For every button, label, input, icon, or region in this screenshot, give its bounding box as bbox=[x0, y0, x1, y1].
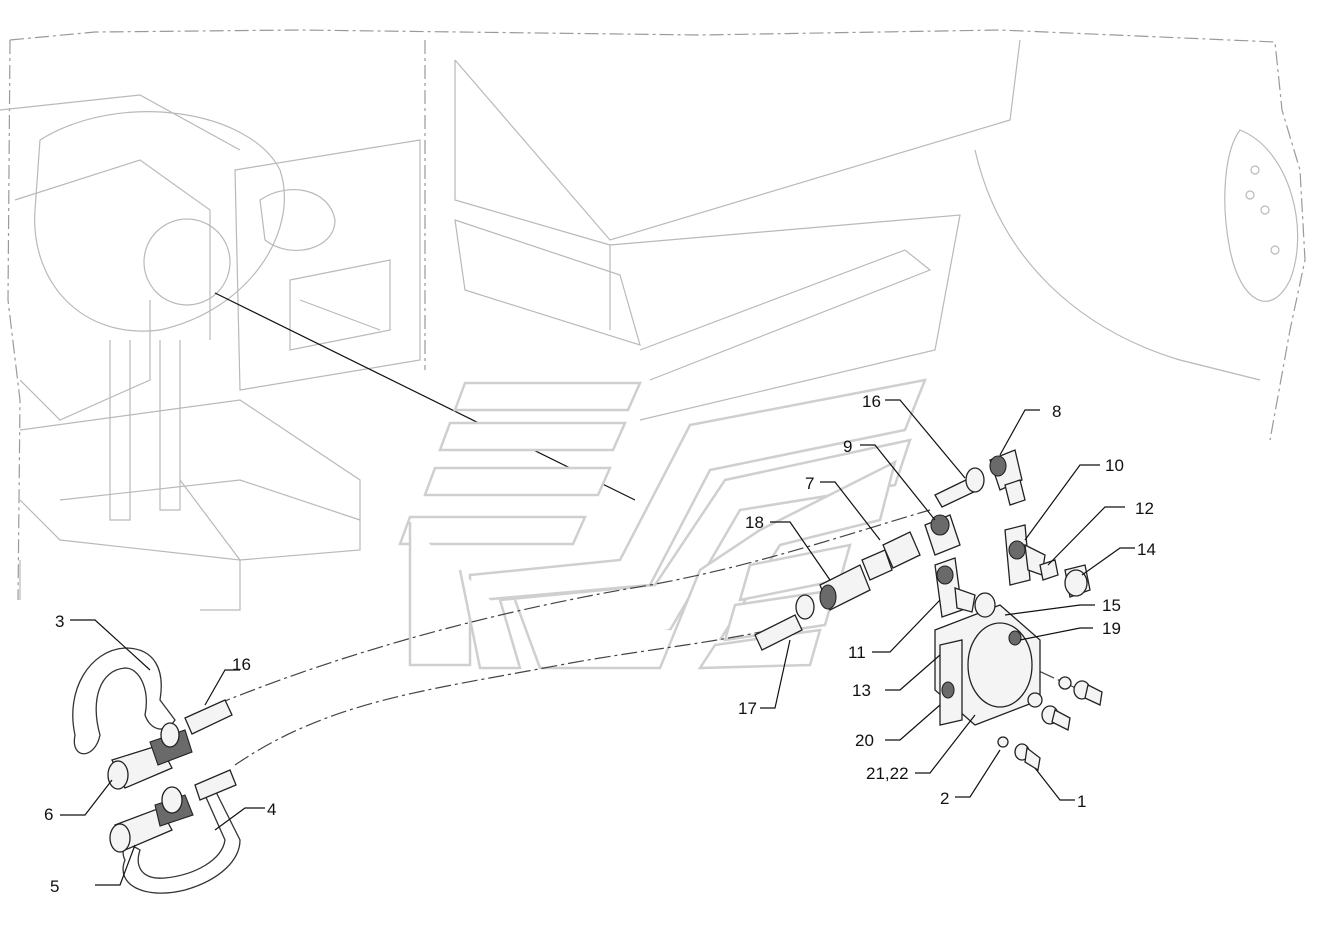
plug-12 bbox=[1039, 559, 1059, 581]
callout-7: 7 bbox=[805, 474, 814, 493]
background-machine-outline bbox=[0, 29, 1306, 611]
callout-4: 4 bbox=[267, 800, 276, 819]
motor-block bbox=[934, 592, 1041, 726]
hose-end-17 bbox=[754, 614, 803, 651]
callout-13: 13 bbox=[852, 681, 871, 700]
hose-upper bbox=[214, 509, 931, 706]
parts bbox=[72, 449, 1103, 894]
callout-19: 19 bbox=[1102, 619, 1121, 638]
callout-15: 15 bbox=[1102, 596, 1121, 615]
callout-20: 20 bbox=[855, 731, 874, 750]
callout-9: 9 bbox=[843, 437, 852, 456]
bolt-set bbox=[997, 676, 1103, 772]
callout-12: 12 bbox=[1135, 499, 1154, 518]
callout-2: 2 bbox=[940, 789, 949, 808]
watermark-logo bbox=[398, 378, 928, 670]
quick-coupler-6 bbox=[107, 722, 193, 790]
hose-lower bbox=[234, 629, 771, 766]
quick-coupler-5 bbox=[109, 786, 194, 853]
callout-18: 18 bbox=[745, 513, 764, 532]
callout-8: 8 bbox=[1052, 402, 1061, 421]
callout-6: 6 bbox=[44, 805, 53, 824]
callout-16-upper: 16 bbox=[862, 392, 881, 411]
callout-21-22: 21,22 bbox=[866, 764, 909, 783]
dust-cap-3 bbox=[72, 647, 176, 755]
callout-5: 5 bbox=[50, 877, 59, 896]
callout-14: 14 bbox=[1137, 540, 1156, 559]
callout-3: 3 bbox=[55, 612, 64, 631]
callout-labels: 1 2 3 4 5 6 7 8 9 10 11 12 13 14 15 16 1… bbox=[44, 392, 1156, 896]
callout-1: 1 bbox=[1077, 792, 1086, 811]
callout-11: 11 bbox=[848, 643, 866, 662]
dust-cap-4 bbox=[122, 789, 241, 894]
nut-7 bbox=[882, 531, 921, 569]
callout-17: 17 bbox=[738, 699, 757, 718]
fitting-16-lower bbox=[194, 769, 237, 801]
leader-lines bbox=[60, 399, 1135, 886]
fitting-16-left bbox=[184, 699, 233, 735]
callout-10: 10 bbox=[1105, 456, 1124, 475]
callout-16-left: 16 bbox=[232, 655, 251, 674]
